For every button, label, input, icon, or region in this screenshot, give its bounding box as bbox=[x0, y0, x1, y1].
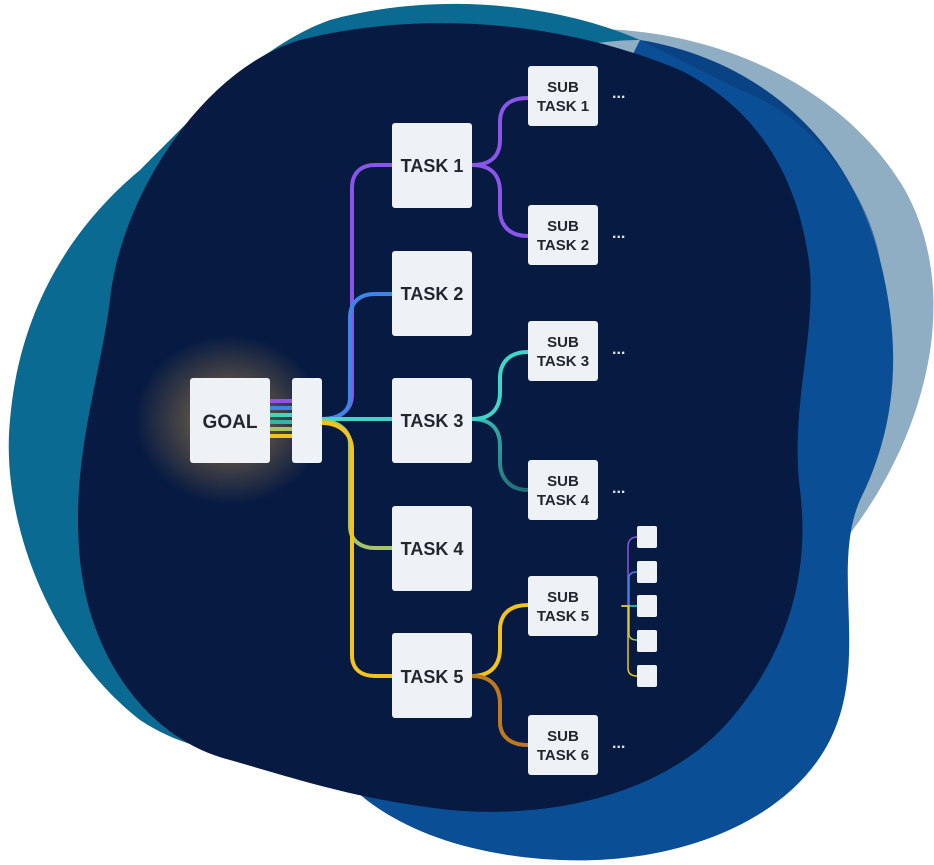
connector-subtask2 bbox=[470, 163, 530, 238]
task-node-1: TASK 1 bbox=[392, 123, 472, 208]
goal-connector-bundle bbox=[268, 399, 294, 438]
connector-subtask3 bbox=[470, 350, 530, 421]
connector-subtask1 bbox=[470, 96, 530, 167]
task-label: TASK 1 bbox=[401, 156, 464, 176]
ellipsis-subtask4: ... bbox=[612, 480, 625, 497]
ellipsis-subtask6: ... bbox=[612, 735, 625, 752]
task-node-4: TASK 4 bbox=[392, 506, 472, 591]
subtask-node-2: SUB TASK 2 bbox=[528, 205, 598, 265]
task-label: TASK 3 bbox=[401, 411, 464, 431]
task-label: TASK 2 bbox=[401, 284, 464, 304]
subtask-label-line1: SUB bbox=[547, 473, 579, 490]
subtask-label-line1: SUB bbox=[547, 589, 579, 606]
task-node-2: TASK 2 bbox=[392, 251, 472, 336]
task-label: TASK 4 bbox=[401, 539, 464, 559]
connectors bbox=[268, 96, 638, 747]
subtask-node-3: SUB TASK 3 bbox=[528, 321, 598, 381]
splitter-node bbox=[292, 378, 322, 463]
mini-node bbox=[637, 526, 657, 548]
subtask-label-line2: TASK 1 bbox=[537, 98, 589, 115]
subtask-label-line1: SUB bbox=[547, 218, 579, 235]
subtask5-fanout bbox=[596, 536, 638, 677]
task-label: TASK 5 bbox=[401, 667, 464, 687]
connector-subtask4 bbox=[470, 417, 530, 492]
subtask-node-4: SUB TASK 4 bbox=[528, 460, 598, 520]
connector-subtask5 bbox=[470, 603, 530, 678]
connector-task2 bbox=[320, 292, 394, 421]
subtask-node-6: SUB TASK 6 bbox=[528, 715, 598, 775]
subtask-label-line2: TASK 2 bbox=[537, 237, 589, 254]
mini-node bbox=[637, 630, 657, 652]
subtask-label-line1: SUB bbox=[547, 728, 579, 745]
continuation-ellipses: ... ... ... ... ... bbox=[612, 85, 625, 752]
connector-subtask6 bbox=[470, 674, 530, 747]
mini-node bbox=[637, 665, 657, 687]
mini-node bbox=[637, 561, 657, 583]
mini-node bbox=[637, 595, 657, 617]
ellipsis-subtask2: ... bbox=[612, 225, 625, 242]
subtask-label-line1: SUB bbox=[547, 334, 579, 351]
subtask-label-line2: TASK 4 bbox=[537, 492, 590, 509]
subtask-label-line1: SUB bbox=[547, 79, 579, 96]
subtask-label-line2: TASK 5 bbox=[537, 608, 589, 625]
connector-task5 bbox=[320, 421, 394, 678]
subtask-node-5: SUB TASK 5 bbox=[528, 576, 598, 636]
ellipsis-subtask3: ... bbox=[612, 341, 625, 358]
task-node-3: TASK 3 bbox=[392, 378, 472, 463]
subtask5-mini-nodes bbox=[637, 526, 657, 687]
subtask-node-1: SUB TASK 1 bbox=[528, 66, 598, 126]
subtask-label-line2: TASK 3 bbox=[537, 353, 589, 370]
goal-label: GOAL bbox=[203, 412, 258, 433]
ellipsis-subtask1: ... bbox=[612, 85, 625, 102]
task-node-5: TASK 5 bbox=[392, 633, 472, 718]
goal-node: GOAL bbox=[190, 378, 270, 463]
subtask-label-line2: TASK 6 bbox=[537, 747, 589, 764]
